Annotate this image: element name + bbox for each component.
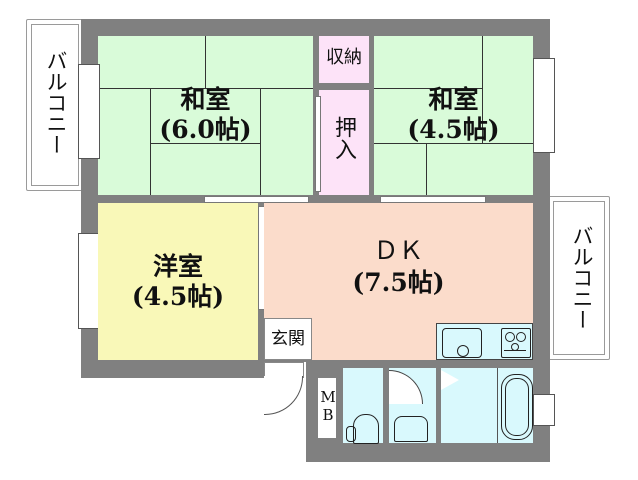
sliding-door-washitsu-left[interactable]	[204, 196, 309, 203]
room-oshiire: 押入	[319, 90, 369, 195]
room-dk-size: (7.5帖)	[352, 268, 445, 297]
room-shuno-name: 収納	[326, 47, 362, 68]
room-bath	[441, 368, 533, 443]
sliding-door-washitsu-right[interactable]	[380, 196, 486, 203]
room-washitsu-right: 和室 (4.5帖)	[374, 36, 533, 195]
bath-door-marker	[441, 370, 459, 390]
room-washitsu-left-name: 和室	[180, 85, 231, 114]
room-washitsu-left-size: (6.0帖)	[159, 115, 252, 144]
room-washroom	[389, 368, 436, 443]
balcony-left: バルコニー	[26, 19, 84, 191]
balcony-right: バルコニー	[548, 196, 610, 360]
window-bathroom[interactable]	[533, 394, 555, 426]
room-yoshitsu: 洋室 (4.5帖)	[98, 203, 258, 360]
washroom-door[interactable]	[389, 370, 423, 404]
window-left-washitsu[interactable]	[78, 64, 100, 159]
entrance-door[interactable]	[264, 362, 304, 415]
room-washitsu-right-size: (4.5帖)	[407, 115, 500, 144]
kitchen-counter	[436, 323, 533, 360]
window-yoshitsu[interactable]	[78, 233, 100, 329]
room-toilet	[343, 368, 383, 444]
room-washitsu-right-name: 和室	[428, 85, 479, 114]
room-oshiire-name: 押入	[331, 116, 356, 160]
wash-basin-icon	[394, 416, 428, 442]
room-yoshitsu-name: 洋室	[152, 252, 203, 281]
bathtub-icon	[501, 374, 533, 440]
room-yoshitsu-size: (4.5帖)	[131, 282, 225, 311]
room-shuno: 収納	[319, 36, 369, 83]
balcony-left-label: バルコニー	[44, 50, 68, 155]
room-genkan-name: 玄関	[271, 329, 305, 349]
toilet-icon	[353, 414, 379, 444]
window-right-washitsu[interactable]	[533, 58, 555, 153]
room-dk-name: ＤＫ	[373, 236, 424, 265]
room-mb: MB	[318, 378, 337, 438]
room-mb-name: MB	[319, 388, 337, 424]
oshiire-sliding-door[interactable]	[315, 96, 321, 192]
kitchen-sink-icon	[442, 328, 482, 358]
room-washitsu-left: 和室 (6.0帖)	[98, 36, 313, 195]
room-genkan: 玄関	[264, 318, 312, 360]
balcony-right-rail	[553, 201, 605, 355]
balcony-right-label: バルコニー	[570, 225, 594, 330]
toilet-tank-icon	[346, 426, 356, 442]
gas-stove-icon	[501, 328, 531, 358]
